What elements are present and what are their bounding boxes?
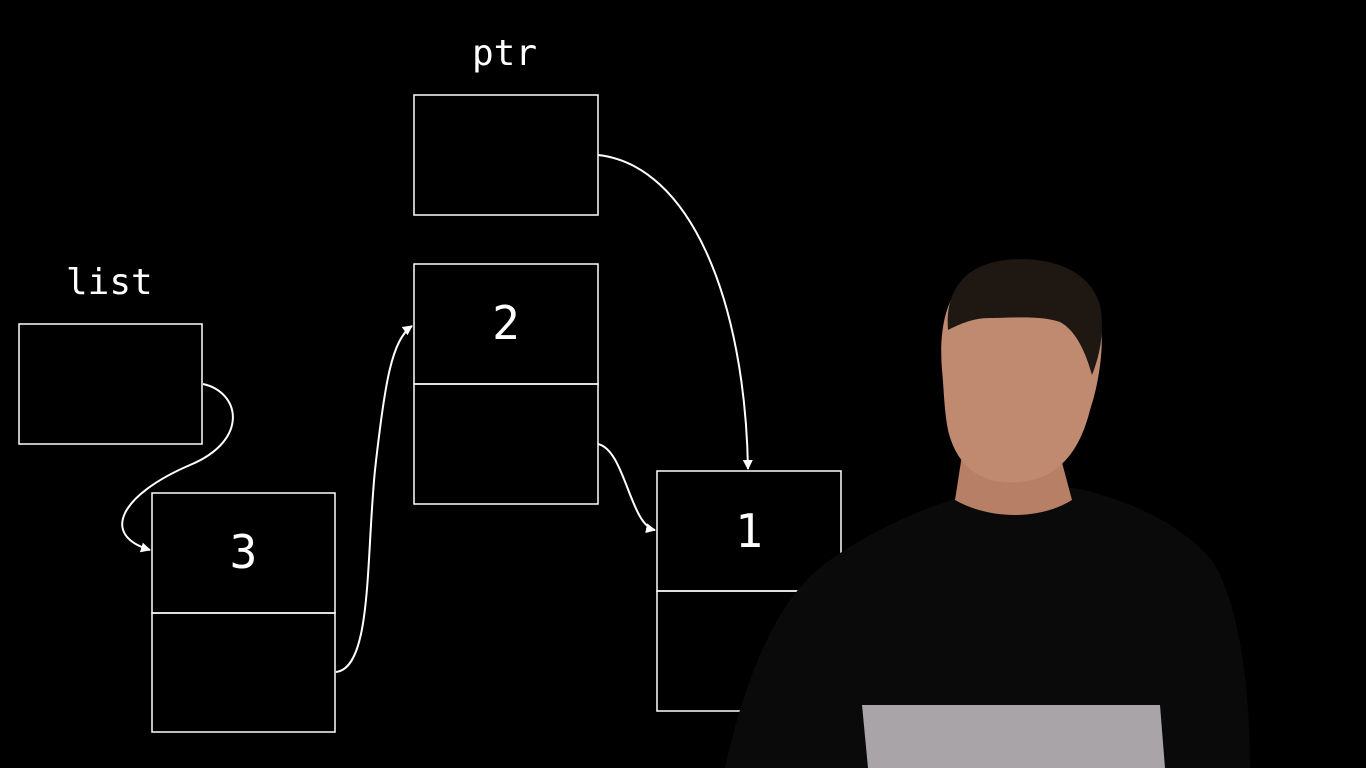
node-3-value: 3 [229,525,258,579]
node-1-value: 1 [735,504,763,558]
list-pointer-box [18,323,203,445]
ptr-pointer-box [413,94,599,216]
node-2-value: 2 [492,296,520,350]
laptop [862,705,1165,768]
presenter-hair [947,259,1103,375]
arrow-ptr-to-node-1 [597,154,753,470]
node-2-next-box [413,383,599,505]
ptr-variable-label: ptr [472,33,538,74]
presenter-body [725,488,1250,768]
node-3-next-box [151,612,336,733]
list-variable-label: list [66,262,153,303]
arrow-node-2-to-node-1 [597,443,656,534]
arrow-node-3-to-node-2 [335,325,413,673]
arrow-list-to-node-3 [121,383,234,553]
presenter [725,259,1250,768]
